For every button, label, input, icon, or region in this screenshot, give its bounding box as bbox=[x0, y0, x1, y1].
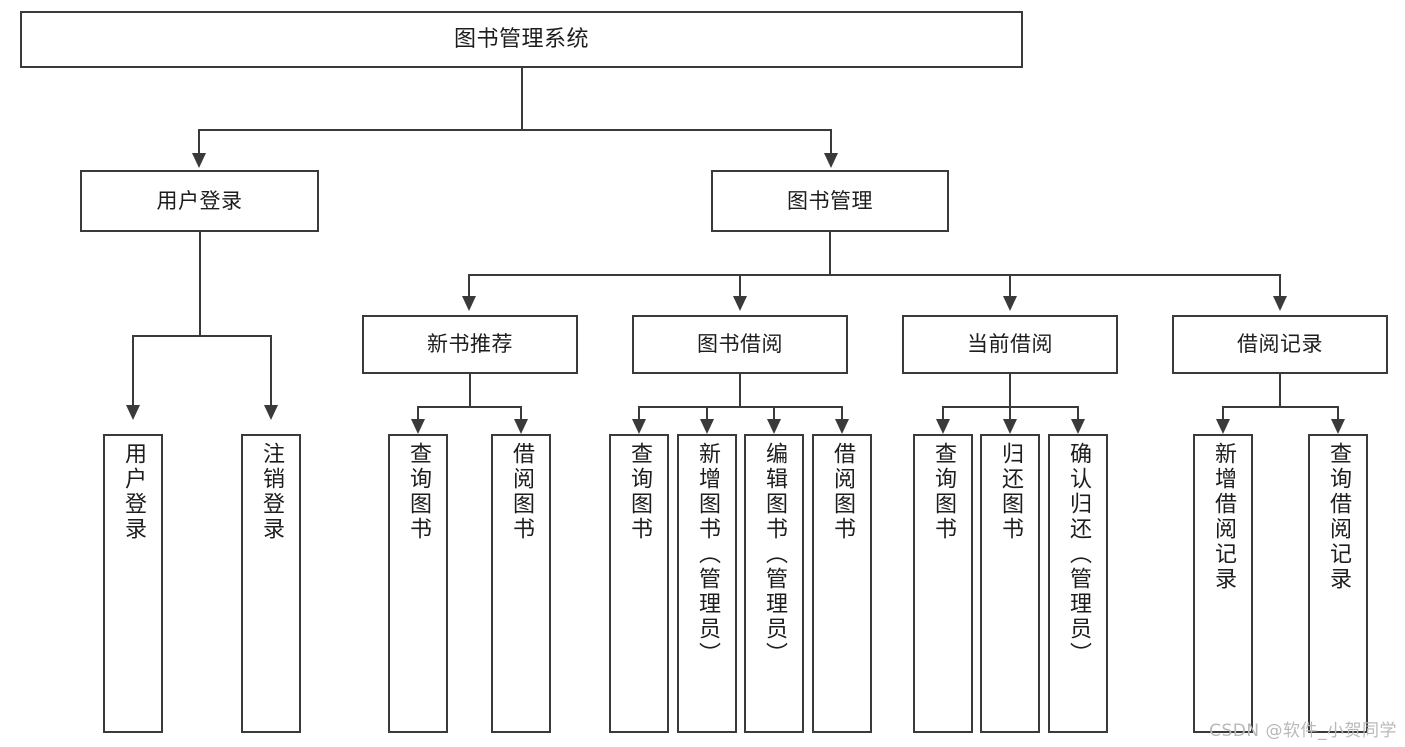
node-leaf-add-book-admin[interactable]: 新增图书（管理员） bbox=[677, 434, 737, 733]
edge-bm-to-new-book-recommend bbox=[468, 274, 470, 298]
node-book-management[interactable]: 图书管理 bbox=[711, 170, 949, 232]
arrowhead-to-book-borrow bbox=[733, 296, 747, 311]
node-label: 新增借阅记录 bbox=[1211, 442, 1236, 592]
node-leaf-query-book-borrow[interactable]: 查询图书 bbox=[609, 434, 669, 733]
node-label: 当前借阅 bbox=[967, 332, 1053, 357]
arrowhead-to-leaf-user-login bbox=[126, 405, 140, 420]
arrowhead-to-leaf-confirm-return bbox=[1071, 419, 1085, 434]
node-label: 图书管理 bbox=[787, 188, 873, 213]
edge-nbr-bus bbox=[417, 406, 522, 408]
node-leaf-logout-login[interactable]: 注销登录 bbox=[241, 434, 301, 733]
edge-bm-to-book-borrow bbox=[739, 274, 741, 298]
edge-root-bus bbox=[198, 129, 832, 131]
node-new-book-recommend[interactable]: 新书推荐 bbox=[362, 315, 578, 374]
node-root-book-management-system[interactable]: 图书管理系统 bbox=[20, 11, 1023, 68]
arrowhead-to-leaf-query-book-1 bbox=[411, 419, 425, 434]
node-leaf-confirm-return-admin[interactable]: 确认归还（管理员） bbox=[1048, 434, 1108, 733]
node-book-borrow[interactable]: 图书借阅 bbox=[632, 315, 848, 374]
edge-bb-to-leaf-4 bbox=[841, 406, 843, 422]
node-user-login[interactable]: 用户登录 bbox=[80, 170, 319, 232]
edge-nbr-stem bbox=[469, 374, 471, 408]
arrowhead-to-leaf-logout-login bbox=[264, 405, 278, 420]
arrowhead-to-borrow-record bbox=[1273, 296, 1287, 311]
edge-cb-stem bbox=[1009, 374, 1011, 408]
edge-book-management-bus bbox=[468, 274, 1280, 276]
node-leaf-query-borrow-record[interactable]: 查询借阅记录 bbox=[1308, 434, 1368, 733]
node-label: 新书推荐 bbox=[427, 332, 513, 357]
arrowhead-to-leaf-return-book bbox=[1003, 419, 1017, 434]
node-leaf-edit-book-admin[interactable]: 编辑图书（管理员） bbox=[744, 434, 804, 733]
node-label: 编辑图书（管理员） bbox=[762, 442, 787, 667]
node-leaf-user-login[interactable]: 用户登录 bbox=[103, 434, 163, 733]
node-label: 用户登录 bbox=[121, 442, 146, 542]
node-leaf-borrow-book-recommend[interactable]: 借阅图书 bbox=[491, 434, 551, 733]
node-label: 注销登录 bbox=[259, 442, 284, 542]
edge-bb-bus bbox=[638, 406, 843, 408]
arrowhead-to-book-management bbox=[824, 153, 838, 168]
edge-root-to-user-login bbox=[198, 129, 200, 155]
node-leaf-add-borrow-record[interactable]: 新增借阅记录 bbox=[1193, 434, 1253, 733]
node-current-borrow[interactable]: 当前借阅 bbox=[902, 315, 1118, 374]
node-leaf-query-book-current[interactable]: 查询图书 bbox=[913, 434, 973, 733]
edge-user-login-stem bbox=[199, 232, 201, 336]
node-label: 用户登录 bbox=[156, 188, 243, 213]
node-leaf-return-book[interactable]: 归还图书 bbox=[980, 434, 1040, 733]
node-label: 查询借阅记录 bbox=[1326, 442, 1351, 592]
edge-cb-to-leaf-2 bbox=[1009, 406, 1011, 422]
arrowhead-to-leaf-borrow-book-1 bbox=[514, 419, 528, 434]
arrowhead-to-leaf-add-book bbox=[700, 419, 714, 434]
edge-br-bus bbox=[1222, 406, 1339, 408]
node-label: 查询图书 bbox=[627, 442, 652, 542]
edge-bm-to-borrow-record bbox=[1279, 274, 1281, 298]
arrowhead-to-new-book-recommend bbox=[462, 296, 476, 311]
edge-bb-to-leaf-2 bbox=[706, 406, 708, 422]
arrowhead-to-leaf-edit-book bbox=[767, 419, 781, 434]
edge-bb-to-leaf-1 bbox=[638, 406, 640, 422]
edge-cb-to-leaf-3 bbox=[1077, 406, 1079, 422]
edge-user-login-bus bbox=[132, 335, 272, 337]
node-label: 借阅图书 bbox=[830, 442, 855, 542]
edge-cb-to-leaf-1 bbox=[942, 406, 944, 422]
edge-nbr-to-leaf-2 bbox=[520, 406, 522, 422]
edge-bm-to-current-borrow bbox=[1009, 274, 1011, 298]
node-label: 借阅记录 bbox=[1237, 332, 1323, 357]
edge-bb-to-leaf-3 bbox=[773, 406, 775, 422]
arrowhead-to-user-login bbox=[192, 153, 206, 168]
node-label: 图书借阅 bbox=[697, 332, 783, 357]
arrowhead-to-leaf-add-record bbox=[1216, 419, 1230, 434]
node-label: 确认归还（管理员） bbox=[1066, 442, 1091, 667]
node-label: 新增图书（管理员） bbox=[695, 442, 720, 667]
node-leaf-borrow-book-borrow[interactable]: 借阅图书 bbox=[812, 434, 872, 733]
edge-root-to-book-management bbox=[830, 129, 832, 155]
node-label: 归还图书 bbox=[998, 442, 1023, 542]
arrowhead-to-leaf-query-book-3 bbox=[936, 419, 950, 434]
arrowhead-to-leaf-borrow-book-2 bbox=[835, 419, 849, 434]
node-leaf-query-book-recommend[interactable]: 查询图书 bbox=[388, 434, 448, 733]
arrowhead-to-leaf-query-book-2 bbox=[632, 419, 646, 434]
edge-br-to-leaf-2 bbox=[1337, 406, 1339, 422]
edge-root-stem bbox=[521, 68, 523, 130]
edge-br-to-leaf-1 bbox=[1222, 406, 1224, 422]
node-label: 查询图书 bbox=[406, 442, 431, 542]
edge-br-stem bbox=[1279, 374, 1281, 408]
node-label: 图书管理系统 bbox=[453, 26, 589, 52]
arrowhead-to-current-borrow bbox=[1003, 296, 1017, 311]
edge-bb-stem bbox=[739, 374, 741, 408]
edge-nbr-to-leaf-1 bbox=[417, 406, 419, 422]
node-label: 查询图书 bbox=[931, 442, 956, 542]
node-label: 借阅图书 bbox=[509, 442, 534, 542]
arrowhead-to-leaf-query-record bbox=[1331, 419, 1345, 434]
edge-user-login-to-leaf-2 bbox=[270, 335, 272, 407]
node-borrow-record[interactable]: 借阅记录 bbox=[1172, 315, 1388, 374]
edge-book-management-stem bbox=[829, 232, 831, 275]
edge-user-login-to-leaf-1 bbox=[132, 335, 134, 407]
